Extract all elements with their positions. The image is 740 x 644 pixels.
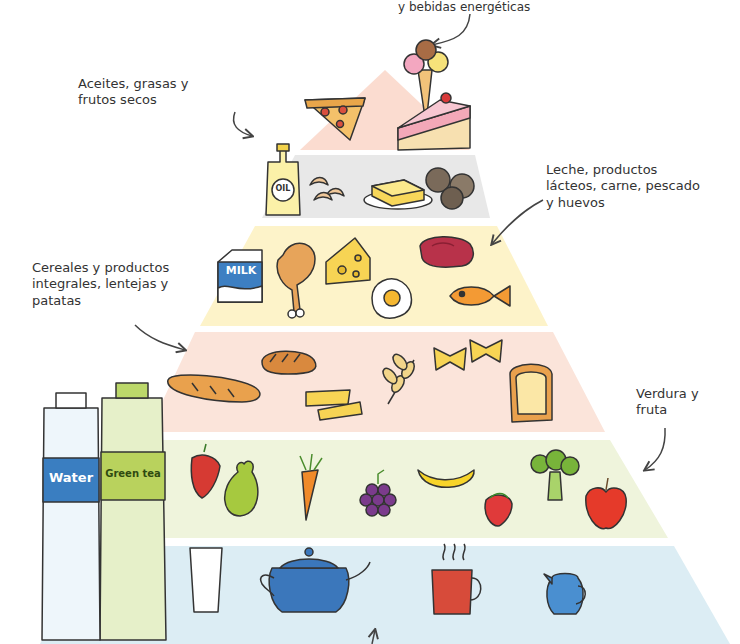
tier-label: Leche, productos lácteos, carne, pescado… [546,162,711,211]
package-text: MILK [219,264,263,278]
package-text: OIL [272,184,294,194]
tier-label: Aceites, grasas y frutos secos [78,76,208,109]
bottle-text: Water [43,470,99,486]
tier-label: y bebidas energéticas [398,0,568,15]
tier-label: Cereales y productos integrales, lenteja… [32,260,202,309]
bottle-text: Green tea [101,468,165,481]
tier-label: Verdura y fruta [636,386,732,419]
